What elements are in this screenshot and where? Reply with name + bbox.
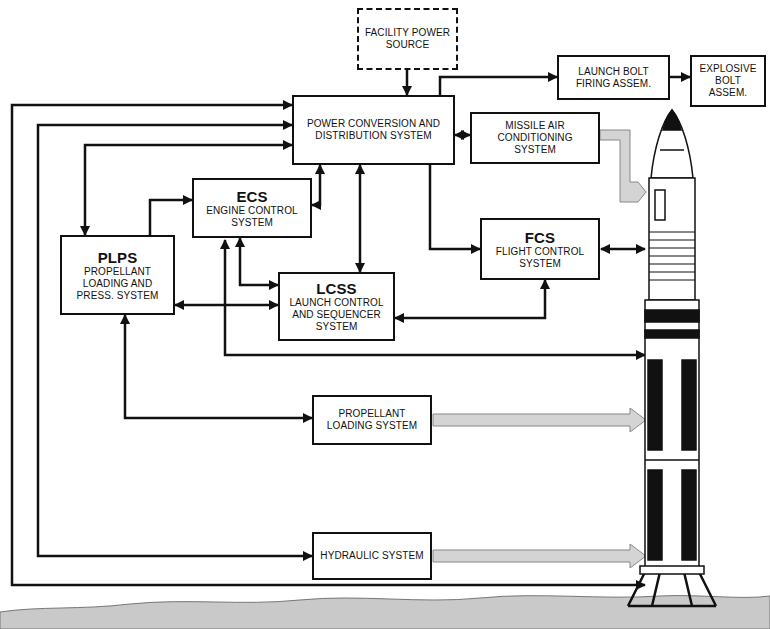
box-text-group: ECSENGINE CONTROL SYSTEM <box>194 185 310 232</box>
box-label: FLIGHT CONTROL SYSTEM <box>487 246 593 270</box>
box-abbreviation: PLPS <box>67 249 168 266</box>
box-text-group: PLPSPROPELLANT LOADING AND PRESS. SYSTEM <box>62 246 173 305</box>
system-box: POWER CONVERSION AND DISTRIBUTION SYSTEM <box>292 95 455 165</box>
signal-line <box>601 248 645 251</box>
box-label: LAUNCH CONTROL AND SEQUENCER SYSTEM <box>285 297 388 333</box>
system-box: EXPLOSIVE BOLT ASSEM. <box>690 55 766 107</box>
system-box: LAUNCH BOLT FIRING ASSEM. <box>557 55 670 100</box>
hydraulic-flow-arrow <box>433 544 646 568</box>
system-box: HYDRAULIC SYSTEM <box>312 532 432 580</box>
box-text-group: LCSSLAUNCH CONTROL AND SEQUENCER SYSTEM <box>280 277 393 336</box>
box-text-group: LAUNCH BOLT FIRING ASSEM. <box>559 63 668 93</box>
external-source-box: FACILITY POWER SOURCE <box>357 8 458 70</box>
connector-arrow <box>440 77 557 95</box>
box-abbreviation: FCS <box>487 229 593 246</box>
box-abbreviation: LCSS <box>285 280 388 297</box>
connector-arrow <box>150 200 192 235</box>
box-label: MISSILE AIR CONDITIONING SYSTEM <box>477 120 593 156</box>
box-text-group: MISSILE AIR CONDITIONING SYSTEM <box>472 117 598 159</box>
connector-arrow <box>38 125 312 556</box>
box-label: POWER CONVERSION AND DISTRIBUTION SYSTEM <box>299 118 448 142</box>
connector-arrow <box>430 165 480 249</box>
connector-arrow <box>240 238 278 285</box>
box-text-group: EXPLOSIVE BOLT ASSEM. <box>692 60 764 102</box>
box-label: HYDRAULIC SYSTEM <box>320 550 423 562</box>
connector-arrow <box>359 165 362 272</box>
box-text-group: FACILITY POWER SOURCE <box>359 24 456 54</box>
signal-line <box>12 105 645 585</box>
connector-arrow <box>406 70 409 95</box>
connector-arrow <box>670 76 690 79</box>
missile <box>628 110 716 606</box>
box-text-group: HYDRAULIC SYSTEM <box>315 547 428 565</box>
connector-arrow <box>312 165 320 205</box>
system-box: ECSENGINE CONTROL SYSTEM <box>192 178 312 238</box>
system-box: FCSFLIGHT CONTROL SYSTEM <box>480 218 600 280</box>
system-box: MISSILE AIR CONDITIONING SYSTEM <box>470 112 600 164</box>
connector-arrow <box>395 280 545 318</box>
box-label: ENGINE CONTROL SYSTEM <box>199 205 305 229</box>
connector-arrow <box>455 134 470 137</box>
box-label: FACILITY POWER SOURCE <box>364 27 451 51</box>
box-text-group: POWER CONVERSION AND DISTRIBUTION SYSTEM <box>294 115 453 145</box>
box-text-group: PROPELLANT LOADING SYSTEM <box>314 405 430 435</box>
box-label: PROPELLANT LOADING AND PRESS. SYSTEM <box>67 266 168 302</box>
box-label: PROPELLANT LOADING SYSTEM <box>319 408 425 432</box>
connector-arrow <box>175 304 278 307</box>
box-text-group: FCSFLIGHT CONTROL SYSTEM <box>482 226 598 273</box>
box-abbreviation: ECS <box>199 188 305 205</box>
system-box: LCSSLAUNCH CONTROL AND SEQUENCER SYSTEM <box>278 272 395 341</box>
system-box: PROPELLANT LOADING SYSTEM <box>312 395 432 445</box>
box-label: EXPLOSIVE BOLT ASSEM. <box>697 63 759 99</box>
system-box: PLPSPROPELLANT LOADING AND PRESS. SYSTEM <box>60 235 175 315</box>
air-flow-arrow <box>600 130 646 202</box>
propellant-flow-arrow <box>433 408 646 432</box>
box-label: LAUNCH BOLT FIRING ASSEM. <box>564 66 663 90</box>
